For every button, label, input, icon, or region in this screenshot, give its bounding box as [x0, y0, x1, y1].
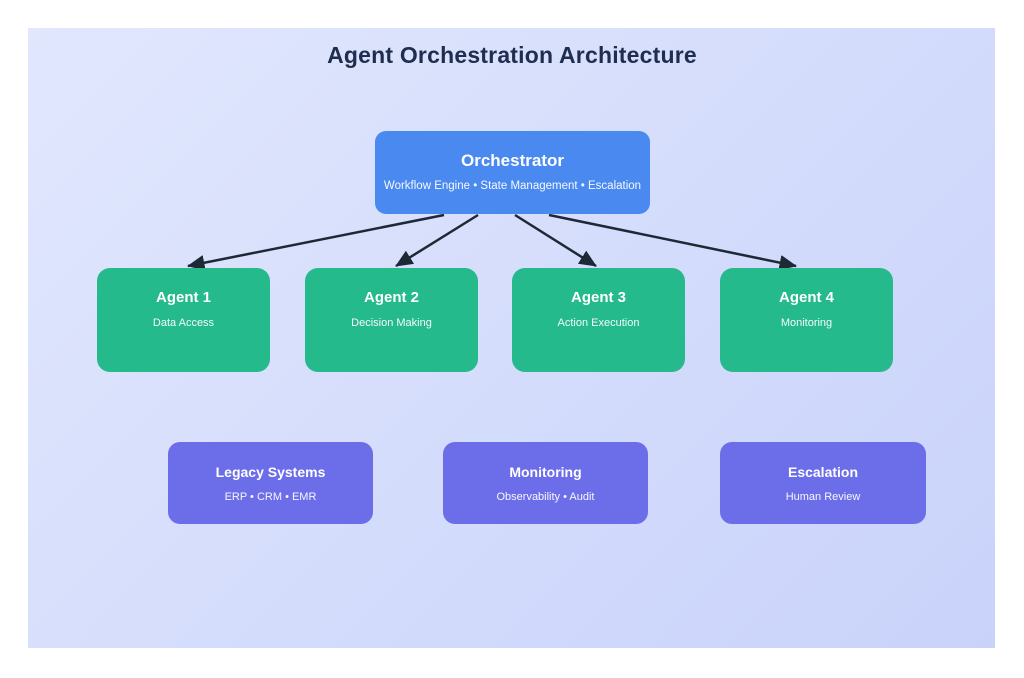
node-agent-3: Agent 3 Action Execution — [512, 268, 685, 372]
diagram-title: Agent Orchestration Architecture — [327, 42, 697, 68]
node-agent-2: Agent 2 Decision Making — [305, 268, 478, 372]
agent-2-sublabel: Decision Making — [351, 317, 432, 329]
legacy-systems-label: Legacy Systems — [215, 464, 326, 480]
agent-4-sublabel: Monitoring — [780, 317, 833, 329]
agent-1-sublabel: Data Access — [152, 317, 215, 329]
agent-4-label: Agent 4 — [778, 289, 834, 306]
node-legacy-systems: Legacy Systems ERP • CRM • EMR — [168, 442, 373, 524]
node-escalation: Escalation Human Review — [720, 442, 926, 524]
escalation-sublabel: Human Review — [785, 491, 861, 503]
node-orchestrator: Orchestrator Workflow Engine • State Man… — [375, 131, 650, 214]
monitoring-label: Monitoring — [509, 464, 582, 480]
agent-2-label: Agent 2 — [363, 289, 419, 306]
node-agent-4: Agent 4 Monitoring — [720, 268, 893, 372]
node-agent-1: Agent 1 Data Access — [97, 268, 270, 372]
agent-3-label: Agent 3 — [570, 289, 626, 306]
orchestrator-label: Orchestrator — [461, 151, 564, 170]
node-monitoring: Monitoring Observability • Audit — [443, 442, 648, 524]
escalation-label: Escalation — [787, 464, 859, 480]
agent-3-sublabel: Action Execution — [557, 317, 640, 329]
orchestrator-sublabel: Workflow Engine • State Management • Esc… — [383, 180, 642, 192]
legacy-systems-sublabel: ERP • CRM • EMR — [224, 491, 317, 503]
agent-1-label: Agent 1 — [155, 289, 211, 306]
monitoring-sublabel: Observability • Audit — [496, 491, 595, 503]
